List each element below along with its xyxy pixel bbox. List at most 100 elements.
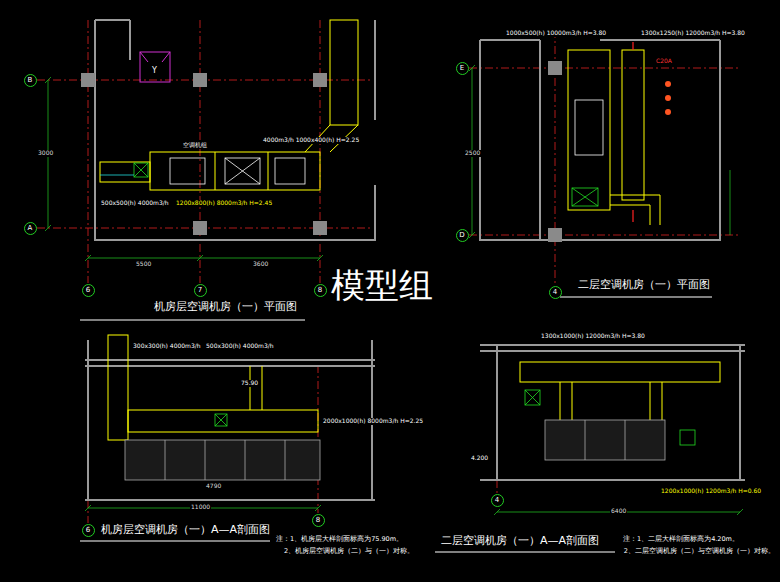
air-duct: [128, 410, 318, 432]
column: [548, 61, 562, 242]
air-handling-unit: [170, 158, 305, 184]
damper: [525, 390, 695, 445]
air-duct: [150, 152, 320, 190]
equipment-icon: [665, 81, 671, 115]
shaft-outline: [140, 52, 170, 82]
axis-bubble: E: [456, 62, 469, 75]
axis-bubble: 8: [312, 514, 325, 527]
dimension-line: [45, 77, 323, 261]
air-duct: [520, 362, 720, 382]
axis-bubble: 8: [314, 284, 327, 297]
dimension-text: 6400: [610, 508, 627, 515]
axis-line: [497, 480, 498, 493]
air-handling-unit: [575, 100, 603, 155]
dimension-text: 4790: [205, 483, 222, 490]
axis-label: B: [28, 77, 33, 84]
air-duct: [330, 20, 358, 125]
air-handling-unit: [545, 420, 665, 460]
damper: [572, 188, 598, 206]
shaft-mark: Y: [151, 66, 158, 75]
damper: [525, 390, 540, 405]
damper: [680, 430, 695, 445]
air-handling-unit: [225, 158, 260, 184]
damper: [134, 163, 148, 177]
column: [313, 73, 327, 87]
axis-label: 8: [316, 517, 320, 524]
air-duct: [568, 50, 610, 210]
drawing-title: 二层空调机房（一）A—A剖面图: [440, 535, 600, 548]
axis-bubble: A: [24, 222, 37, 235]
damper: [215, 414, 227, 426]
elevation-text: 75.90: [240, 380, 259, 387]
pipe-line: [100, 175, 134, 176]
section-mark: [632, 42, 633, 222]
dimension-text: 3600: [252, 261, 269, 268]
shaft-outline: [140, 52, 170, 62]
dimension-line: [494, 509, 743, 515]
air-duct: [100, 162, 150, 182]
axis-label: 7: [198, 287, 202, 294]
axis-bubble: B: [24, 74, 37, 87]
dimension-line: [730, 170, 731, 235]
equipment-label: 空调机组: [182, 142, 208, 149]
damper: [134, 163, 148, 177]
dimension-text: 2500: [464, 150, 481, 157]
duct-label: 1200x800(h) 8000m3/h H=2.45: [175, 200, 273, 207]
air-handling-unit: [545, 420, 665, 460]
column: [81, 73, 327, 235]
axis-line: [469, 30, 738, 285]
air-handling-unit: [165, 440, 285, 480]
note-text: 2、二层空调机房（二）与空调机房（一）对称。: [623, 548, 776, 555]
column: [548, 228, 562, 242]
axis-line: [37, 20, 372, 283]
air-handling-unit: [170, 158, 205, 184]
damper: [215, 414, 227, 426]
wall-line: [480, 40, 720, 240]
damper: [572, 188, 598, 206]
dimension-line: [494, 509, 743, 515]
air-duct: [610, 195, 660, 225]
dimension-line: [85, 255, 323, 261]
equipment-label: C20A: [655, 58, 673, 65]
dimension-text: 5500: [135, 261, 152, 268]
note-text: 2、机房层空调机房（二）与（一）对称。: [283, 548, 415, 555]
watermark: 模型组: [330, 266, 434, 305]
air-duct: [100, 20, 358, 190]
plan-1: [37, 20, 375, 320]
section-1: [80, 335, 375, 541]
air-handling-unit: [125, 440, 320, 480]
axis-label: 8: [318, 287, 322, 294]
duct-label: 1000x500(h) 10000m3/h H=3.80: [505, 30, 607, 37]
air-handling-unit: [275, 158, 305, 184]
air-handling-unit: [585, 420, 625, 460]
axis-line: [37, 80, 372, 228]
air-duct: [108, 335, 128, 440]
dimension-text: 11000: [190, 504, 211, 511]
title-underline: [560, 296, 712, 297]
axis-bubble: 7: [194, 284, 207, 297]
slab-line: [480, 345, 745, 480]
column: [81, 73, 95, 87]
axis-label: E: [460, 65, 464, 72]
air-duct: [250, 366, 262, 410]
dimension-line: [85, 505, 321, 511]
air-handling-unit: [225, 158, 260, 184]
axis-bubble: 6: [82, 284, 95, 297]
column: [548, 61, 562, 75]
air-duct: [622, 50, 644, 200]
column: [193, 73, 207, 87]
air-duct: [108, 335, 318, 440]
duct-label: 300x300(h) 4000m3/h: [132, 343, 202, 350]
elevation-text: 4.200: [470, 455, 489, 462]
drawing-title: 二层空调机房（一）平面图: [577, 279, 711, 292]
axis-label: A: [28, 225, 33, 232]
drawing-title: 机房层空调机房（一）平面图: [153, 301, 298, 314]
axis-label: 4: [495, 497, 499, 504]
dimension-line: [469, 65, 730, 238]
damper: [525, 390, 540, 405]
axis-bubble: D: [456, 229, 469, 242]
plan-2: [469, 30, 738, 297]
axis-line: [88, 20, 320, 283]
column: [193, 221, 207, 235]
